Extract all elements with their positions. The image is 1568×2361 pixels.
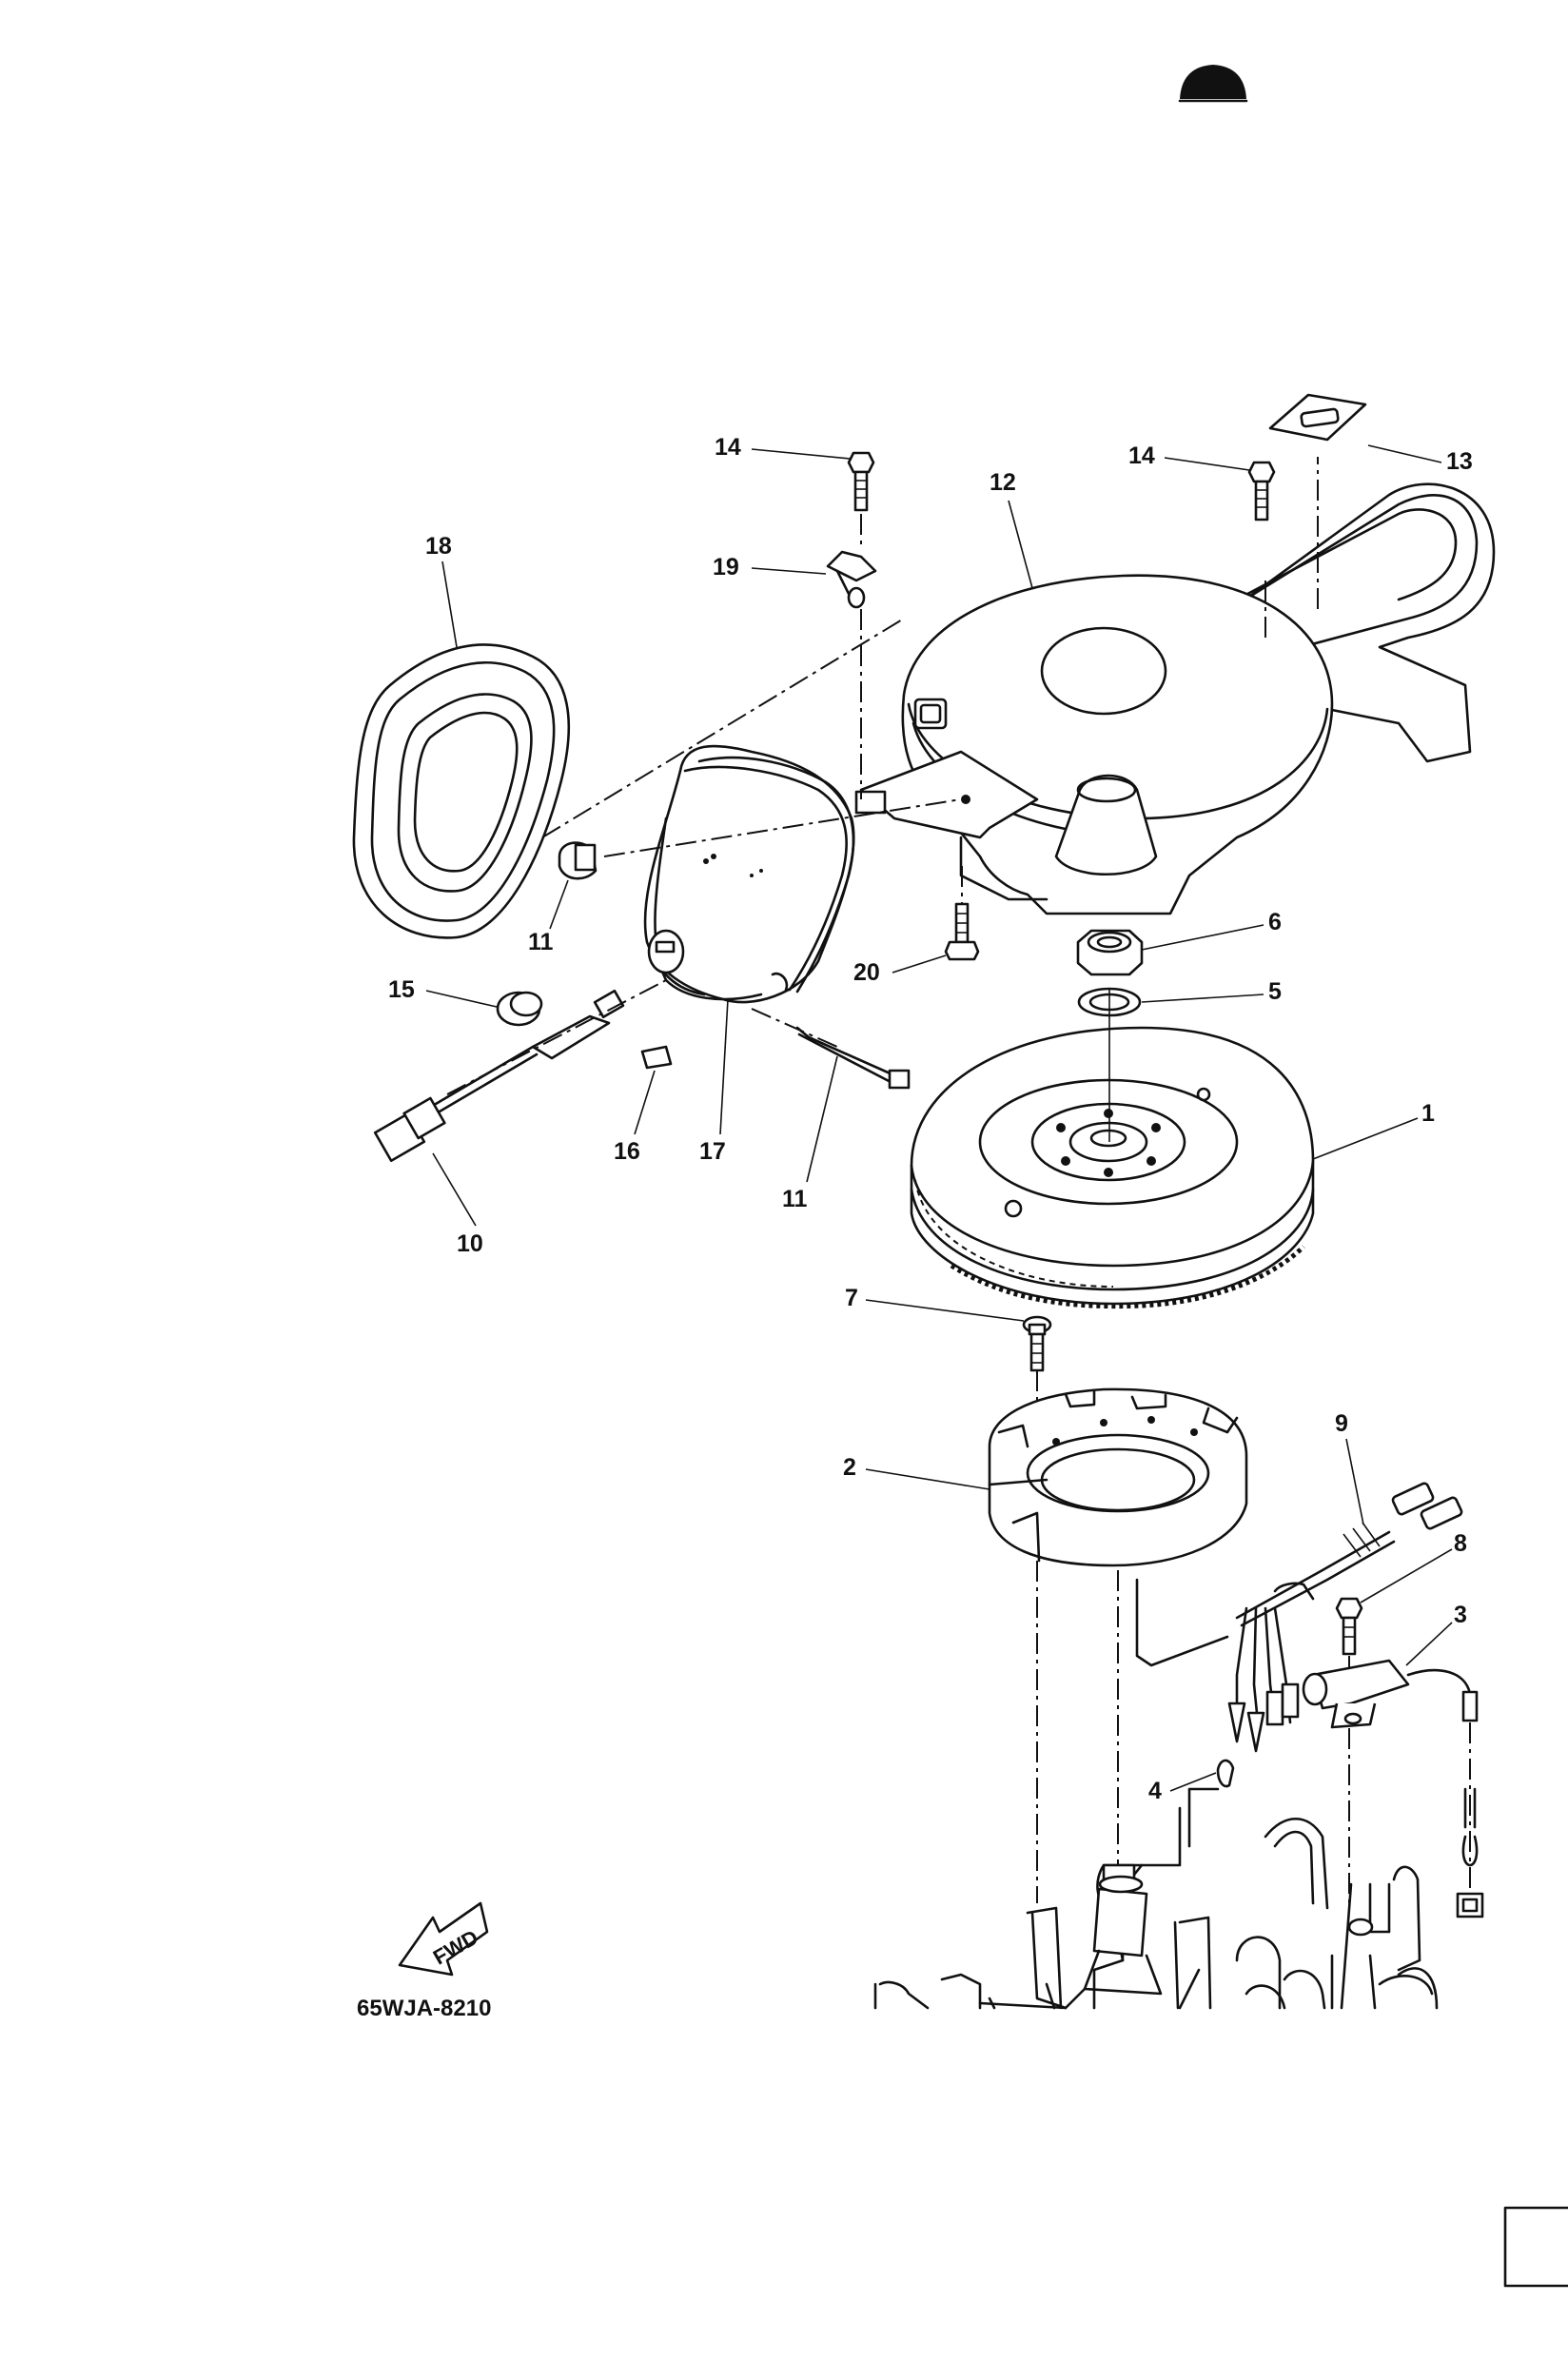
part-1-flywheel [910, 990, 1315, 1309]
callout-18: 18 [425, 533, 458, 648]
part-code: 65WJA-8210 [357, 1996, 491, 2021]
callout-label: 12 [990, 469, 1016, 496]
part-7-bolt [1022, 1315, 1052, 1456]
callout-label: 3 [1454, 1602, 1467, 1628]
callout-label: 9 [1335, 1410, 1348, 1437]
callout-label: 16 [614, 1138, 640, 1165]
callout-label: 1 [1421, 1100, 1435, 1127]
callout-label: 11 [528, 929, 554, 955]
part-4-key [1216, 1759, 1235, 1788]
part-20-bolt [944, 866, 980, 961]
callout-3: 3 [1405, 1602, 1467, 1666]
part-14-bolt-b [1247, 461, 1276, 521]
callout-label: 15 [388, 976, 415, 1003]
page-corner-mark-icon [1178, 65, 1248, 103]
part-6-nut [1076, 929, 1144, 976]
part-16-small-plate [640, 1045, 673, 1070]
callout-1: 1 [1312, 1100, 1435, 1160]
callout-6: 6 [1141, 909, 1282, 951]
callout-label: 5 [1268, 978, 1282, 1005]
callout-8: 8 [1360, 1530, 1467, 1604]
callout-label: 18 [425, 533, 452, 560]
callout-14-top-left: 14 [715, 434, 851, 461]
callout-20: 20 [853, 954, 947, 986]
assembly-line [541, 618, 905, 838]
callout-10: 10 [432, 1152, 483, 1257]
callout-label: 4 [1148, 1778, 1162, 1804]
part-13-label-plate [1268, 393, 1367, 442]
callout-16: 16 [614, 1070, 656, 1165]
part-11-hose [795, 1026, 911, 1090]
callout-12: 12 [990, 469, 1033, 589]
part-9-wire-harness [1227, 1482, 1463, 1753]
part-14-bolt-a [847, 451, 875, 547]
part-10-sensor-fitting [373, 979, 667, 1163]
callout-label: 2 [843, 1454, 856, 1481]
callout-label: 17 [699, 1138, 726, 1165]
callout-label: 11 [782, 1186, 808, 1212]
part-19-clip-fitting [826, 550, 877, 799]
part-3-pulser-coil [1302, 1659, 1484, 1918]
callout-7: 7 [845, 1285, 1025, 1322]
part-12-flywheel-cover [854, 457, 1496, 915]
callout-5: 5 [1141, 978, 1282, 1005]
callout-9: 9 [1335, 1410, 1364, 1525]
part-17-silencer-housing [643, 744, 855, 1004]
callout-label: 14 [1128, 443, 1155, 469]
part-8-bolt [1335, 1597, 1363, 1903]
callout-11-grommet: 11 [528, 879, 569, 955]
page-corner-box [1503, 2206, 1568, 2288]
callout-label: 7 [845, 1285, 858, 1311]
assembly-line [751, 1008, 838, 1048]
callout-label: 19 [713, 554, 739, 580]
forward-direction-arrow-icon: FWD [398, 1901, 489, 1977]
callout-19: 19 [713, 554, 827, 580]
assembly-line [603, 798, 962, 857]
callout-label: 13 [1446, 448, 1473, 475]
powerhead-crankcase [873, 1787, 1439, 2010]
part-18-ring-gasket [352, 643, 571, 939]
callout-15: 15 [388, 976, 498, 1008]
callout-11-hose: 11 [782, 1055, 838, 1212]
callout-4: 4 [1148, 1772, 1217, 1804]
part-2-stator [988, 1387, 1248, 1903]
callout-2: 2 [843, 1454, 990, 1490]
callout-label: 14 [715, 434, 741, 461]
callout-label: 10 [457, 1230, 483, 1257]
callout-label: 8 [1454, 1530, 1467, 1557]
part-15-cap [496, 991, 543, 1027]
callout-13: 13 [1367, 444, 1473, 475]
callout-14-top-right: 14 [1128, 443, 1250, 471]
callout-label: 20 [853, 959, 880, 986]
callout-label: 6 [1268, 909, 1282, 935]
callout-17: 17 [699, 998, 729, 1165]
part-11-grommet [558, 841, 598, 880]
